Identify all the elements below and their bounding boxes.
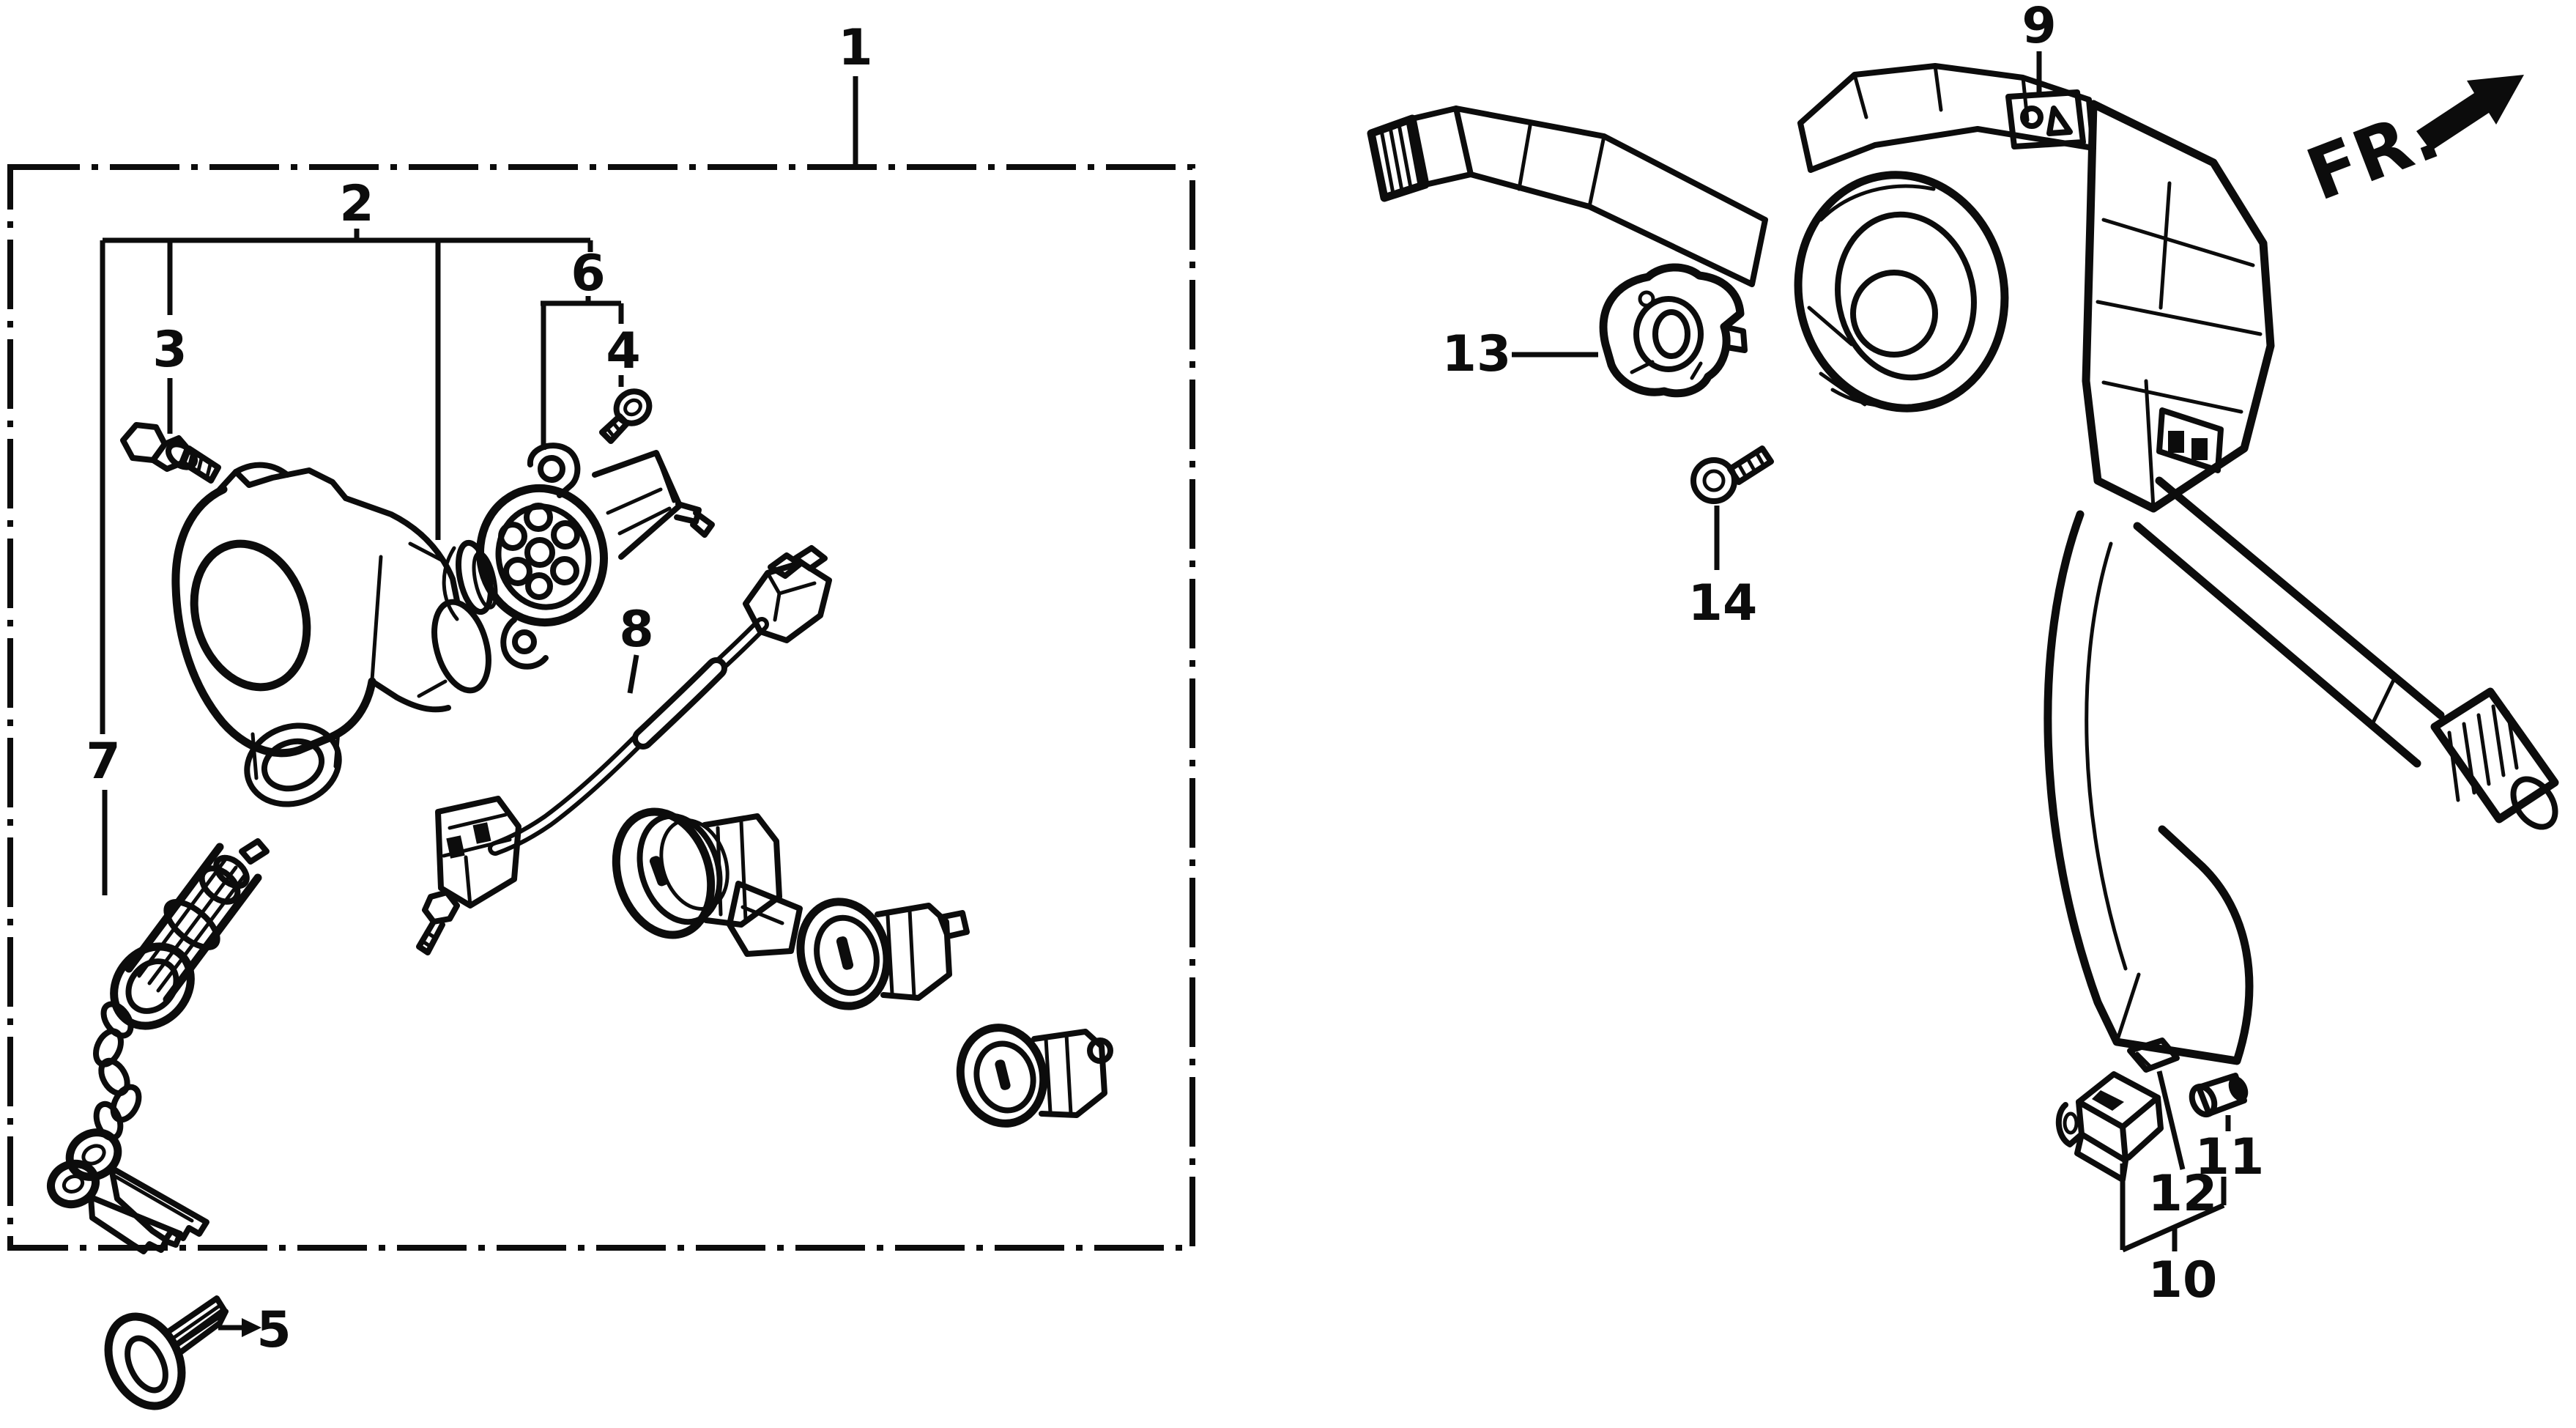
callout-6-label: 6 xyxy=(571,245,605,303)
callout-6: 6 xyxy=(541,245,624,450)
callout-1: 1 xyxy=(838,19,873,164)
part-drawing-wire-harness xyxy=(435,545,832,909)
callout-3: 3 xyxy=(152,321,187,379)
direction-indicator: FR. xyxy=(2296,75,2524,218)
part-drawing-ignition-switch-unit xyxy=(612,807,803,957)
fr-label: FR. xyxy=(2296,92,2450,217)
part-drawing-trunk-lock-cylinder xyxy=(956,1024,1113,1128)
callout-11: 11 xyxy=(2195,1115,2265,1186)
part-drawing-switch-screw xyxy=(599,388,653,444)
part-drawing-combination-switch xyxy=(1367,63,2559,1065)
part-drawing-switch-knob xyxy=(2189,1073,2249,1118)
callout-3-label: 3 xyxy=(152,321,187,379)
part-drawing-ignition-switch-contacts xyxy=(476,443,715,670)
callout-11-label: 11 xyxy=(2195,1128,2265,1186)
part-drawing-door-lock-cylinder xyxy=(796,898,970,1010)
callout-10-label: 10 xyxy=(2148,1251,2218,1309)
callout-14-label: 14 xyxy=(1688,574,1758,632)
callout-5-label: 5 xyxy=(256,1301,291,1359)
callout-13-label: 13 xyxy=(1442,325,1512,383)
part-drawing-blank-key xyxy=(104,1295,229,1410)
callout-7-label: 7 xyxy=(86,733,120,791)
callout-4: 4 xyxy=(606,322,641,387)
callout-1-label: 1 xyxy=(838,19,872,77)
callout-5-arrowhead xyxy=(242,1318,261,1337)
part-drawing-shear-bolt xyxy=(120,422,221,484)
callout-4-label: 4 xyxy=(606,322,640,380)
part-drawing-cancel-cam xyxy=(1599,263,1748,398)
part-drawing-dimmer-switch xyxy=(2055,1037,2180,1183)
callout-5: 5 xyxy=(218,1301,292,1359)
callout-9-label: 9 xyxy=(2022,0,2056,55)
fr-arrow-icon xyxy=(2416,75,2524,151)
part-drawing-mounting-screw xyxy=(1690,445,1774,504)
callout-8-leader xyxy=(627,654,639,694)
callout-14: 14 xyxy=(1688,506,1758,632)
callout-6-leader xyxy=(541,296,624,450)
part-drawing-small-bolt xyxy=(416,889,460,955)
part-drawing-lock-cylinder-with-keys xyxy=(47,838,270,1254)
callout-8: 8 xyxy=(619,601,654,694)
callout-12-leader xyxy=(2156,1070,2186,1170)
callout-2: 2 xyxy=(100,175,593,734)
part-drawing-steering-lock-housing xyxy=(171,462,498,807)
callout-8-label: 8 xyxy=(619,601,653,659)
callout-7: 7 xyxy=(86,733,121,895)
callout-13: 13 xyxy=(1442,325,1598,383)
callout-2-label: 2 xyxy=(339,175,374,233)
callout-10: 10 xyxy=(2120,1164,2227,1309)
callout-2-leader xyxy=(100,229,593,734)
kit-boundary-box xyxy=(7,164,1195,1251)
callout-10-bracket xyxy=(2120,1164,2227,1253)
callout-9: 9 xyxy=(2022,0,2057,94)
